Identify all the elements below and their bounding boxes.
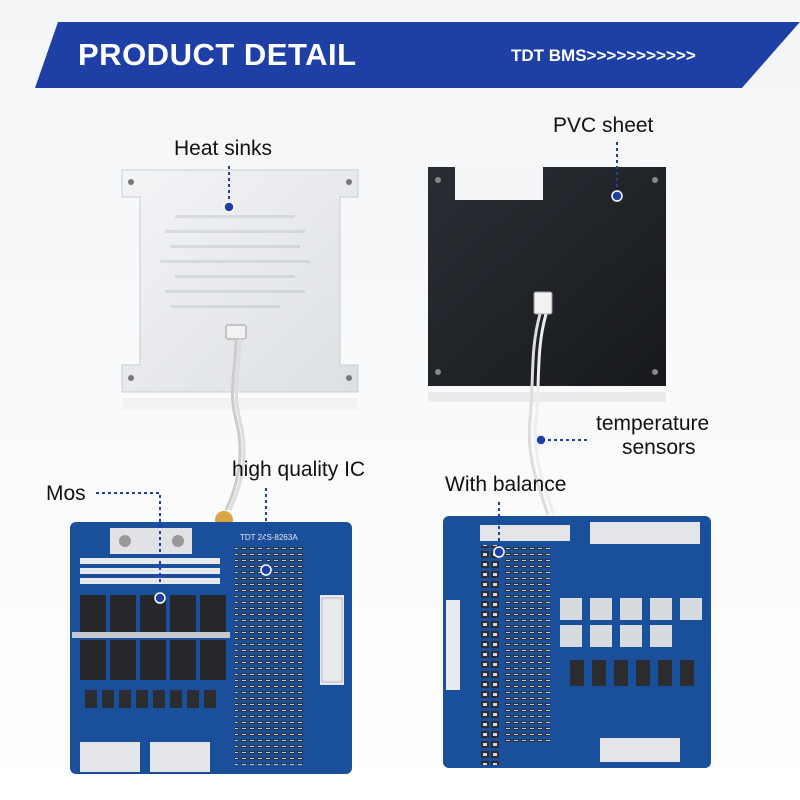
mos-connector xyxy=(96,492,161,595)
pvc-sheet-label: PVC sheet xyxy=(553,114,654,137)
with-balance-label: With balance xyxy=(445,473,567,496)
left-pcb-board: TDT 24S-8263A xyxy=(70,522,352,774)
left-board-chip-label: TDT 24S-8263A xyxy=(240,533,298,542)
banner-title: PRODUCT DETAIL xyxy=(78,37,357,72)
banner-slant-accent xyxy=(742,22,800,88)
banner-brand: TDT BMS>>>>>>>>>>> xyxy=(511,46,696,65)
heat-sinks-dot xyxy=(223,201,235,213)
temperature-sensors-label-line1: temperature xyxy=(596,412,710,435)
pvc-sheet-dot xyxy=(611,190,623,202)
pvc-sheet-plate xyxy=(428,167,666,402)
right-pcb-board xyxy=(443,516,711,768)
callout-dots xyxy=(154,190,623,604)
high-quality-ic-dot xyxy=(260,564,272,576)
heat-sinks-label: Heat sinks xyxy=(174,137,273,160)
mos-label: Mos xyxy=(46,482,86,505)
callout-lines xyxy=(96,142,618,595)
mos-dot xyxy=(154,592,166,604)
banner-background xyxy=(35,22,800,88)
high-quality-ic-label: high quality IC xyxy=(232,458,366,481)
temperature-sensors-dot xyxy=(535,434,547,446)
pvc-sheet-sensor xyxy=(527,291,556,516)
temperature-sensors-label-line2: sensors xyxy=(622,436,696,459)
header-banner xyxy=(35,22,800,88)
with-balance-dot xyxy=(493,546,505,558)
heat-sink-plate xyxy=(121,169,359,410)
mosfet-array xyxy=(80,595,226,680)
